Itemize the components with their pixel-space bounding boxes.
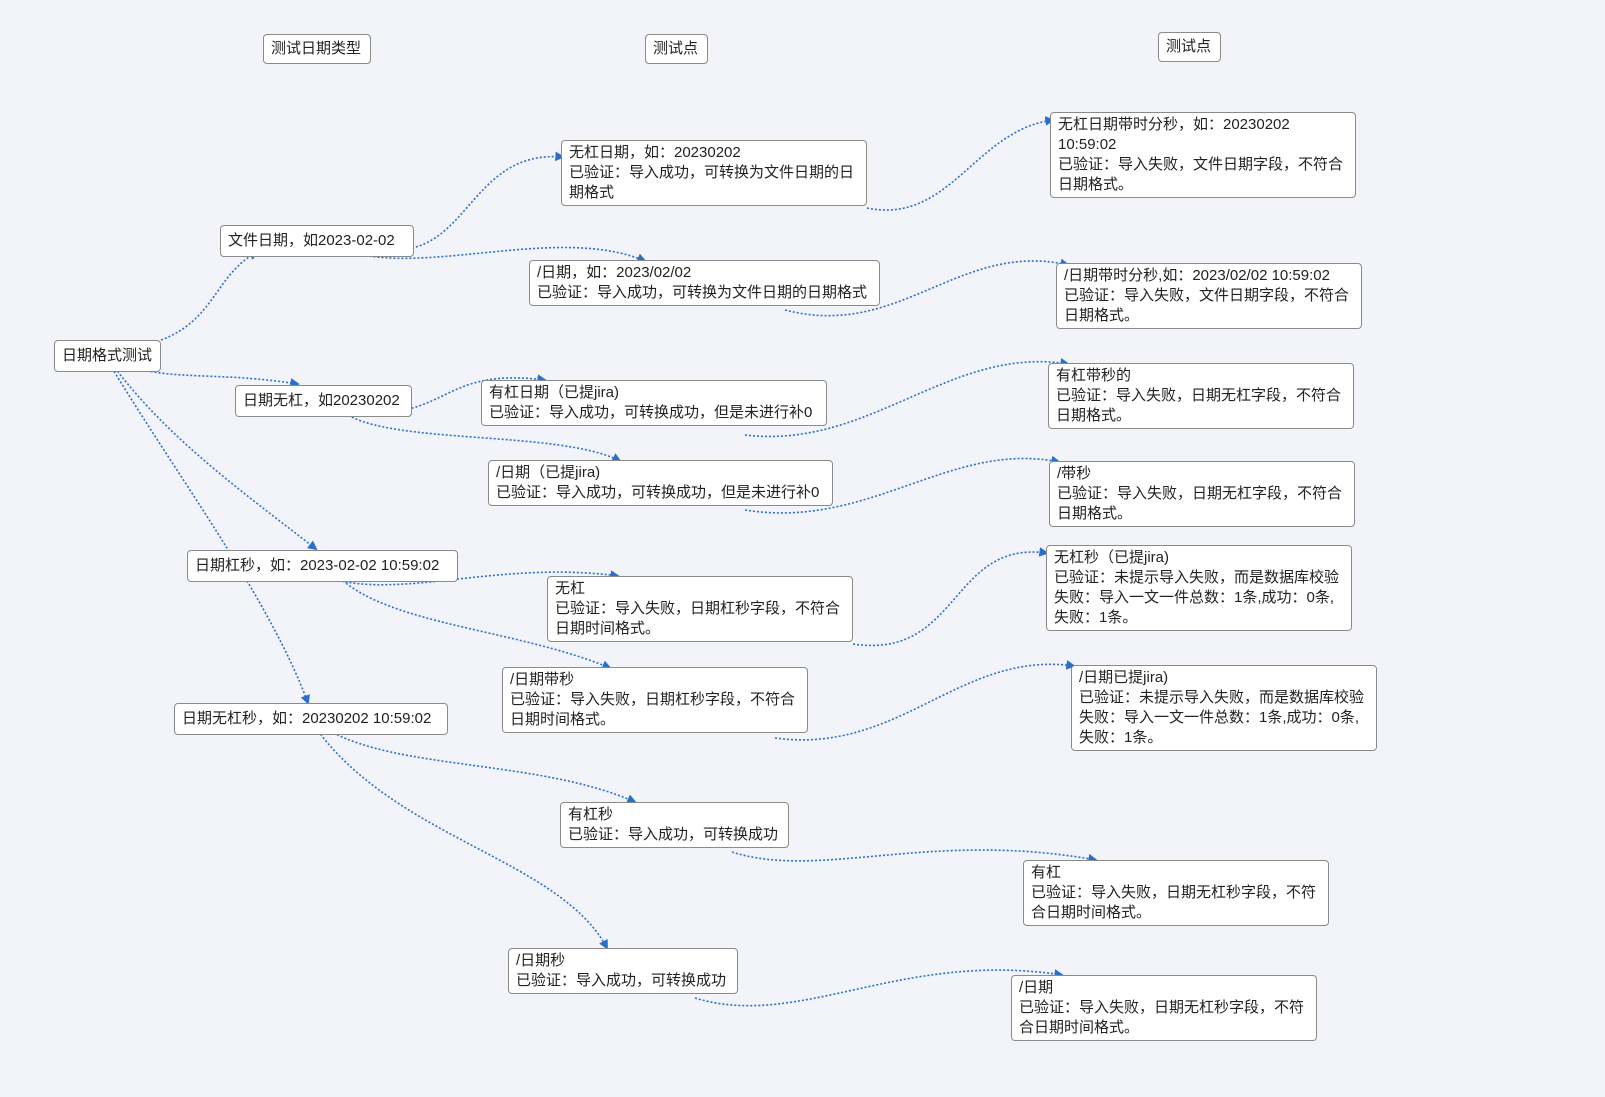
category-node[interactable]: 日期杠秒，如：2023-02-02 10:59:02 — [187, 550, 458, 582]
test-point-node[interactable]: 无杠日期，如：20230202 已验证：导入成功，可转换为文件日期的日 期格式 — [561, 140, 867, 206]
result-title: /日期 — [1019, 979, 1054, 996]
point-detail: 日期时间格式。 — [510, 711, 616, 728]
point-title: 有杠日期（已提jira) — [489, 384, 619, 401]
test-point-node[interactable]: /日期（已提jira) 已验证：导入成功，可转换成功，但是未进行补0 — [488, 460, 833, 506]
result-detail: 失败：导入一文一件总数：1条,成功：0条, — [1079, 709, 1360, 726]
test-point-node[interactable]: /日期带秒 已验证：导入失败，日期杠秒字段，不符合 日期时间格式。 — [502, 667, 808, 733]
point-title: /日期，如：2023/02/02 — [537, 264, 692, 281]
result-detail: 已验证：导入失败，文件日期字段，不符合 — [1064, 287, 1350, 304]
point-title: 无杠 — [555, 580, 586, 597]
point-detail: 已验证：导入成功，可转换成功，但是未进行补0 — [496, 484, 820, 501]
connector-arrow — [411, 151, 565, 249]
point-detail: 已验证：导入成功，可转换成功 — [568, 826, 779, 843]
result-detail: 合日期时间格式。 — [1019, 1019, 1140, 1036]
result-detail: 已验证：导入失败，日期无杠秒字段，不符 — [1019, 999, 1305, 1016]
test-point-node[interactable]: /日期，如：2023/02/02 已验证：导入成功，可转换为文件日期的日期格式 — [529, 260, 880, 306]
result-detail: 已验证：导入失败，日期无杠字段，不符合 — [1057, 485, 1343, 502]
point-title: 有杠秒 — [568, 806, 614, 823]
point-title: /日期带秒 — [510, 671, 575, 688]
result-detail: 失败：1条。 — [1054, 609, 1138, 626]
result-node[interactable]: 无杠日期带时分秒，如：20230202 10:59:02 已验证：导入失败，文件… — [1050, 112, 1356, 198]
point-detail: 已验证：导入成功，可转换成功，但是未进行补0 — [489, 404, 813, 421]
connector-arrow — [694, 969, 1064, 1007]
result-title: 有杠 — [1031, 864, 1062, 881]
root-node[interactable]: 日期格式测试 — [54, 340, 161, 372]
result-detail: 日期格式。 — [1058, 176, 1134, 193]
result-node[interactable]: /日期 已验证：导入失败，日期无杠秒字段，不符 合日期时间格式。 — [1011, 975, 1317, 1041]
point-title: /日期（已提jira) — [496, 464, 601, 481]
point-detail: 已验证：导入失败，日期杠秒字段，不符合 — [510, 691, 796, 708]
result-node[interactable]: 有杠 已验证：导入失败，日期无杠秒字段，不符 合日期时间格式。 — [1023, 860, 1329, 926]
result-detail: 失败：1条。 — [1079, 729, 1163, 746]
result-detail: 已验证：未提示导入失败，而是数据库校验 — [1054, 569, 1340, 586]
result-title: /日期已提jira) — [1079, 669, 1169, 686]
header-date-type: 测试日期类型 — [263, 34, 371, 64]
result-detail: 已验证：导入失败，文件日期字段，不符合 — [1058, 156, 1344, 173]
result-detail: 合日期时间格式。 — [1031, 904, 1152, 921]
point-detail: 已验证：导入成功，可转换为文件日期的日 — [569, 164, 855, 181]
result-detail: 已验证：导入失败，日期无杠字段，不符合 — [1056, 387, 1342, 404]
result-title: 无杠秒（已提jira) — [1054, 549, 1169, 566]
test-point-node[interactable]: /日期秒 已验证：导入成功，可转换成功 — [508, 948, 738, 994]
connector-arrow — [160, 251, 259, 341]
result-title: /带秒 — [1057, 465, 1092, 482]
point-detail: 期格式 — [569, 184, 615, 201]
result-node[interactable]: 无杠秒（已提jira) 已验证：未提示导入失败，而是数据库校验 失败：导入一文一… — [1046, 545, 1352, 631]
connector-arrow — [852, 547, 1049, 647]
point-detail: 日期时间格式。 — [555, 620, 661, 637]
result-node[interactable]: /日期已提jira) 已验证：未提示导入失败，而是数据库校验 失败：导入一文一件… — [1071, 665, 1377, 751]
category-node[interactable]: 日期无杠，如20230202 — [235, 385, 412, 417]
result-detail: 日期格式。 — [1057, 505, 1133, 522]
result-detail: 10:59:02 — [1058, 136, 1117, 153]
result-title: 无杠日期带时分秒，如：20230202 — [1058, 116, 1290, 133]
category-node[interactable]: 文件日期，如2023-02-02 — [220, 225, 414, 257]
result-detail: 日期格式。 — [1056, 407, 1132, 424]
result-node[interactable]: 有杠带秒的 已验证：导入失败，日期无杠字段，不符合 日期格式。 — [1048, 363, 1354, 429]
connector-arrow — [866, 116, 1055, 211]
header-test-points: 测试点 — [645, 34, 708, 64]
point-detail: 已验证：导入成功，可转换为文件日期的日期格式 — [537, 284, 868, 301]
result-title: 有杠带秒的 — [1056, 367, 1132, 384]
result-detail: 失败：导入一文一件总数：1条,成功：0条, — [1054, 589, 1335, 606]
result-title: /日期带时分秒,如：2023/02/02 10:59:02 — [1064, 267, 1330, 284]
result-node[interactable]: /带秒 已验证：导入失败，日期无杠字段，不符合 日期格式。 — [1049, 461, 1355, 527]
connector-arrow — [774, 660, 1076, 741]
connector-arrow — [329, 730, 637, 804]
point-title: 无杠日期，如：20230202 — [569, 144, 741, 161]
test-point-node[interactable]: 有杠秒 已验证：导入成功，可转换成功 — [560, 802, 789, 848]
point-detail: 已验证：导入成功，可转换成功 — [516, 972, 727, 989]
result-detail: 已验证：未提示导入失败，而是数据库校验 — [1079, 689, 1365, 706]
connector-arrow — [111, 367, 310, 705]
test-point-node[interactable]: 无杠 已验证：导入失败，日期杠秒字段，不符合 日期时间格式。 — [547, 576, 853, 642]
result-detail: 已验证：导入失败，日期无杠秒字段，不符 — [1031, 884, 1317, 901]
header-test-points-2: 测试点 — [1158, 32, 1221, 62]
point-detail: 已验证：导入失败，日期杠秒字段，不符合 — [555, 600, 841, 617]
point-title: /日期秒 — [516, 952, 566, 969]
category-node[interactable]: 日期无杠秒，如：20230202 10:59:02 — [174, 703, 448, 735]
test-point-node[interactable]: 有杠日期（已提jira) 已验证：导入成功，可转换成功，但是未进行补0 — [481, 380, 827, 426]
result-node[interactable]: /日期带时分秒,如：2023/02/02 10:59:02 已验证：导入失败，文… — [1056, 263, 1362, 329]
result-detail: 日期格式。 — [1064, 307, 1140, 324]
